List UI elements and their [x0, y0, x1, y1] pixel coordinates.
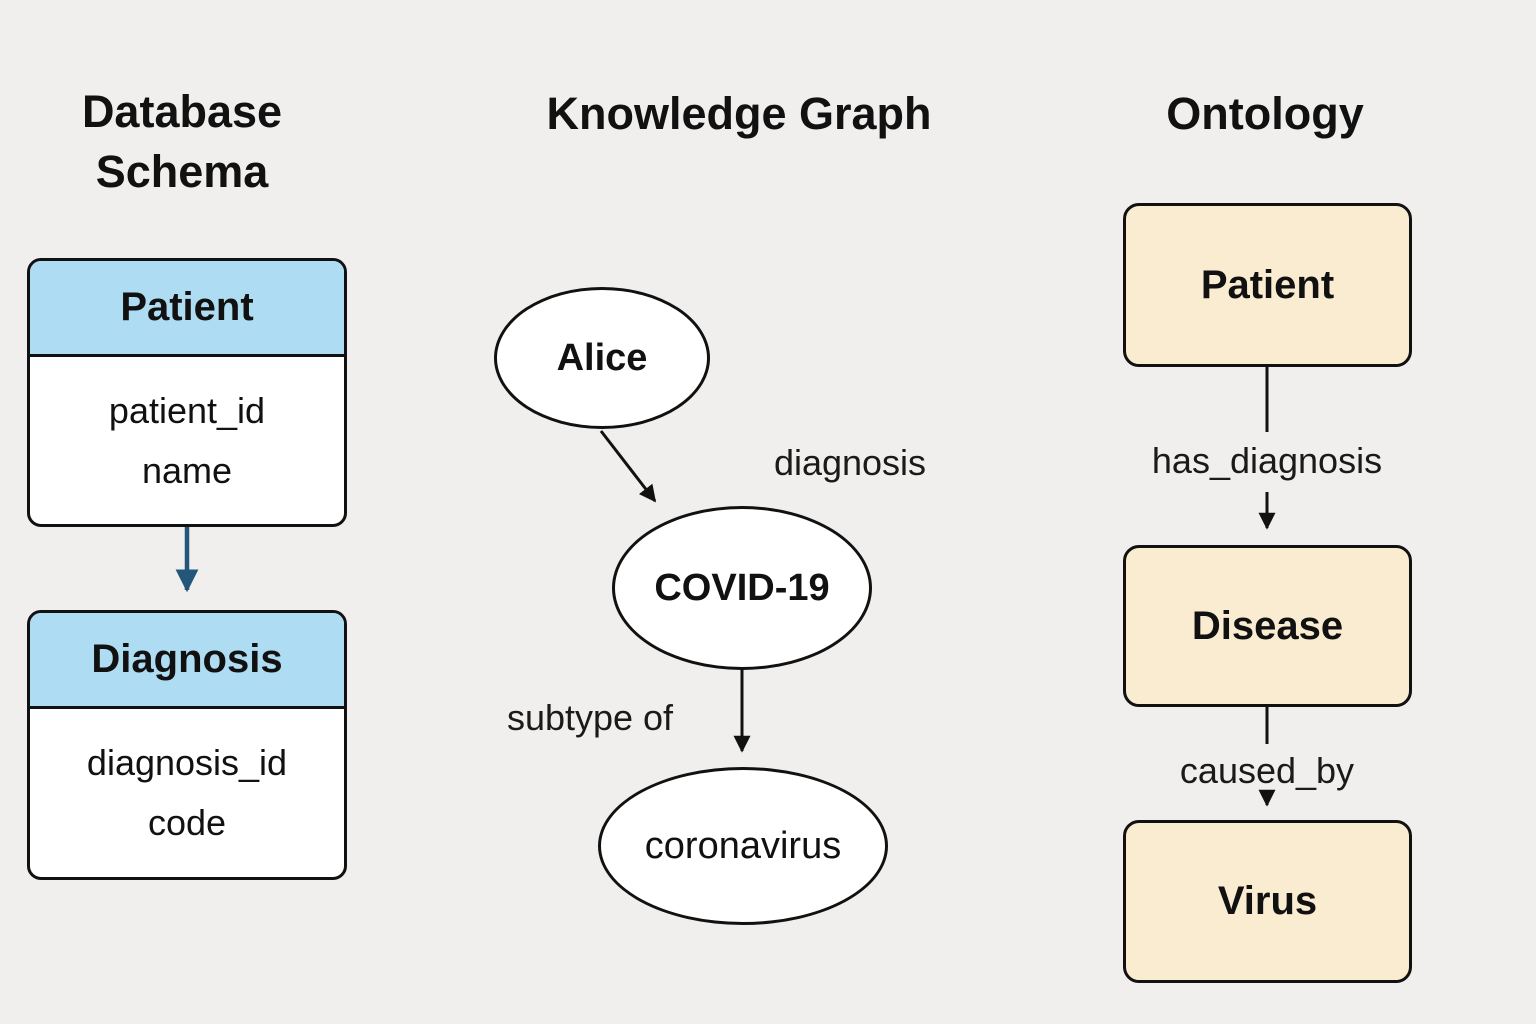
onto-class-patient-label: Patient [1200, 262, 1335, 307]
ontology-title: Ontology [1166, 88, 1364, 139]
onto-class-patient: Patient [1123, 203, 1412, 367]
knowledge-graph-title: Knowledge Graph [546, 88, 932, 139]
kg-node-alice: Alice [494, 287, 710, 429]
kg-node-alice-label: Alice [556, 336, 648, 379]
onto-class-virus: Virus [1123, 820, 1412, 983]
patient-table-header: Patient [30, 261, 344, 357]
kg-node-coronavirus: coronavirus [598, 767, 888, 925]
kg-node-covid19: COVID-19 [612, 506, 872, 670]
kg-edge-label-subtype-of: subtype of [506, 697, 674, 738]
onto-relation-label-caused-by: caused_by [1179, 750, 1355, 791]
diagnosis-table: Diagnosis diagnosis_id code [27, 610, 347, 880]
diagnosis-table-fields: diagnosis_id code [30, 709, 344, 853]
kg-edge-label-diagnosis: diagnosis [773, 442, 927, 483]
patient-table-fields: patient_id name [30, 357, 344, 501]
onto-relation-label-has-diagnosis: has_diagnosis [1151, 440, 1383, 481]
field-name: name [141, 450, 233, 491]
diagnosis-table-header: Diagnosis [30, 613, 344, 709]
field-diagnosis-id: diagnosis_id [86, 742, 288, 783]
onto-class-disease-label: Disease [1191, 603, 1344, 648]
onto-class-disease: Disease [1123, 545, 1412, 707]
field-patient-id: patient_id [108, 390, 266, 431]
database-schema-title-line2: Schema [95, 146, 269, 197]
database-schema-title-line1: Database [81, 86, 283, 137]
kg-node-coronavirus-label: coronavirus [644, 824, 842, 867]
field-code: code [147, 802, 227, 843]
onto-class-virus-label: Virus [1217, 879, 1318, 923]
kg-node-covid19-label: COVID-19 [654, 566, 830, 609]
database-schema-title: Database Schema [17, 82, 347, 202]
kg-edge-diagnosis-arrow [599, 430, 657, 503]
patient-table: Patient patient_id name [27, 258, 347, 527]
